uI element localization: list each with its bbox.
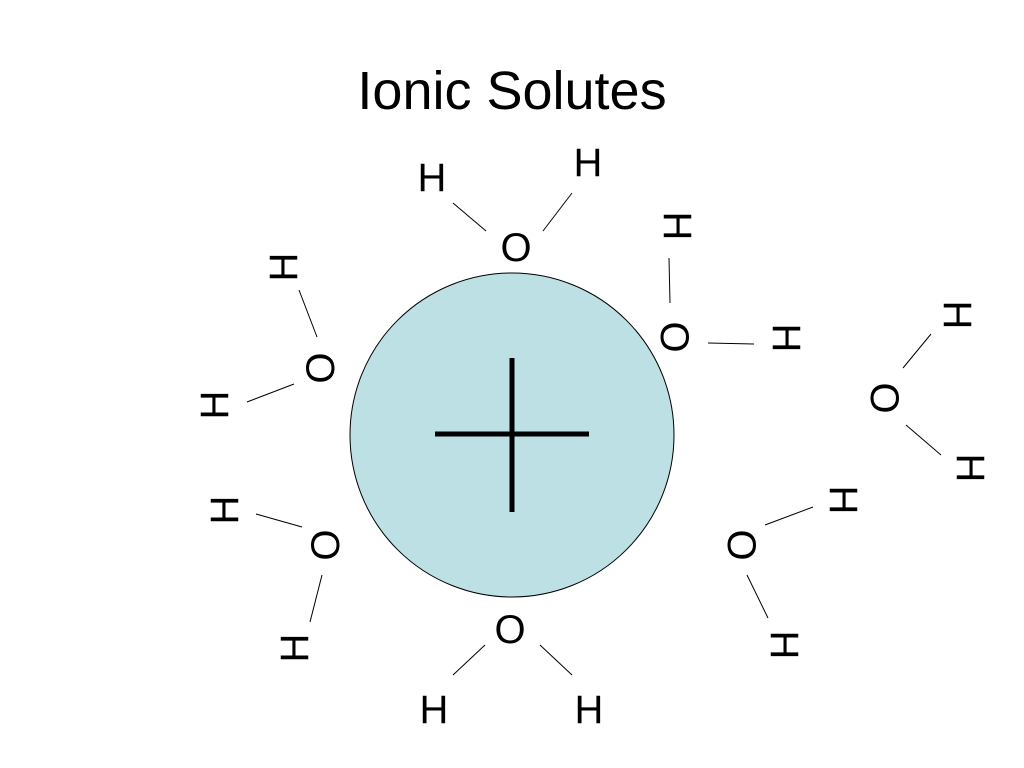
hydrogen-atom-label: H xyxy=(764,324,808,353)
hydrogen-atom-label: H xyxy=(575,688,604,732)
hydrogen-atom-label: H xyxy=(762,631,806,660)
plus-sign-icon xyxy=(435,358,589,512)
bond-line xyxy=(539,644,573,676)
bond-line xyxy=(542,192,573,232)
bond-line xyxy=(298,289,318,338)
oxygen-atom-label: O xyxy=(500,226,531,270)
bond-line xyxy=(905,424,942,456)
slide-title: Ionic Solutes xyxy=(357,61,667,121)
oxygen-atom-label: O xyxy=(719,529,763,560)
bond-line xyxy=(668,257,671,304)
hydrogen-atom-label: H xyxy=(262,253,306,282)
hydrogen-atom-label: H xyxy=(193,391,237,420)
hydrogen-atom-label: H xyxy=(821,486,865,515)
hydrogen-atom-label: H xyxy=(655,212,699,241)
oxygen-atom-label: O xyxy=(299,352,343,383)
bond-line xyxy=(707,342,755,345)
hydrogen-atom-label: H xyxy=(203,496,247,525)
hydrogen-atom-label: H xyxy=(273,634,317,663)
bond-line xyxy=(764,506,814,526)
bond-line xyxy=(309,574,323,623)
bond-line xyxy=(246,383,295,403)
oxygen-atom-label: O xyxy=(304,529,348,560)
oxygen-atom-label: O xyxy=(652,321,696,352)
bond-line xyxy=(452,202,487,232)
hydrogen-atom-label: H xyxy=(420,688,449,732)
oxygen-atom-label: O xyxy=(862,382,906,413)
hydrogen-atom-label: H xyxy=(418,156,447,200)
hydrogen-atom-label: H xyxy=(935,301,979,330)
bond-line xyxy=(452,644,486,676)
oxygen-atom-label: O xyxy=(494,608,525,652)
bond-line xyxy=(255,513,303,528)
bond-line xyxy=(746,574,769,619)
hydrogen-atom-label: H xyxy=(948,454,992,483)
hydrogen-atom-label: H xyxy=(574,141,603,185)
bond-line xyxy=(902,333,932,369)
